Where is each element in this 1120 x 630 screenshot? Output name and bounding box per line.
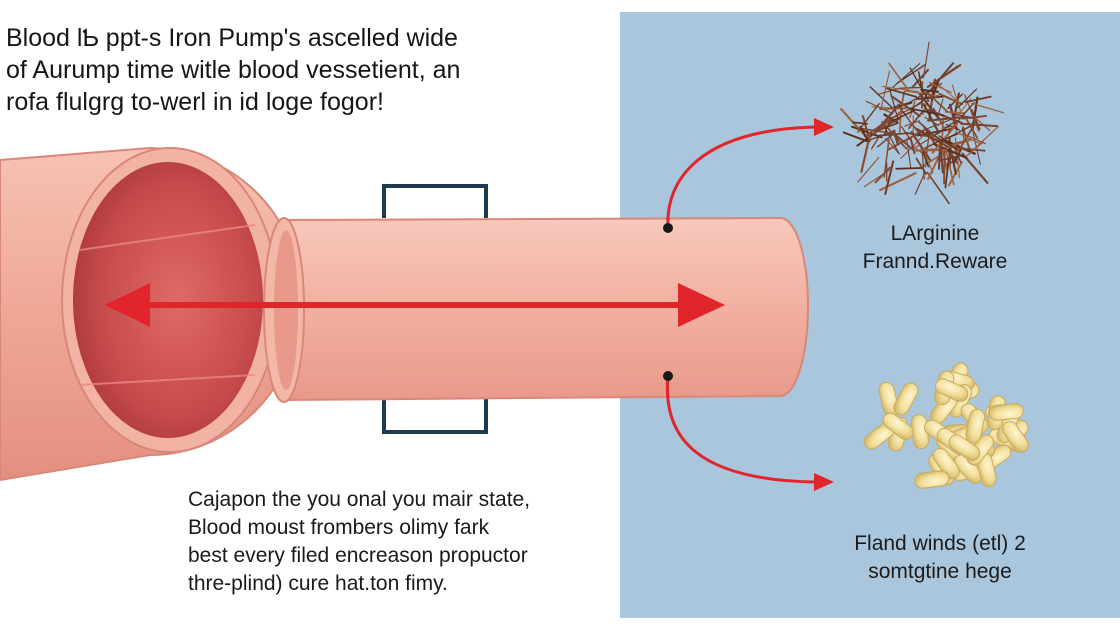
caption-line: best every filed encreason propuctor — [188, 544, 528, 567]
capsules-icon — [863, 362, 1029, 489]
title-line: Blood lƄ ppt-s Iron Pump's ascelled wide — [6, 24, 458, 52]
title-line: rofa flulgrg to-werl in id loge fogor! — [6, 88, 384, 116]
label-line: Frannd.Reware — [862, 250, 1008, 273]
vessel-clamp — [382, 184, 488, 434]
flow-double-arrow — [105, 283, 725, 327]
caption-line: Blood moust frombers olimy fark — [188, 516, 490, 539]
inner-blood-vessel — [263, 216, 810, 403]
caption: Cajapon the you onal you mair state, Blo… — [188, 486, 608, 598]
caption-line: Cajapon the you onal you mair state, — [188, 488, 531, 511]
top-ingredient-label: LArginine Frannd.Reware — [820, 220, 1050, 276]
root-fibers-icon — [840, 41, 1005, 205]
connector-arrow-bottom — [663, 371, 834, 491]
bottom-ingredient-label: Fland winds (etl) 2 somtgtine hege — [805, 530, 1075, 586]
connector-arrow-top — [663, 118, 834, 233]
caption-line: thre-plind) cure hat.ton fimy. — [188, 572, 448, 595]
label-line: LArginine — [890, 222, 980, 245]
label-line: Fland winds (etl) 2 — [854, 532, 1026, 555]
title-line: of Aurump time witle blood vessetient, a… — [6, 56, 461, 84]
page-title: Blood lƄ ppt-s Iron Pump's ascelled wide… — [6, 22, 606, 118]
label-line: somtgtine hege — [868, 560, 1012, 583]
